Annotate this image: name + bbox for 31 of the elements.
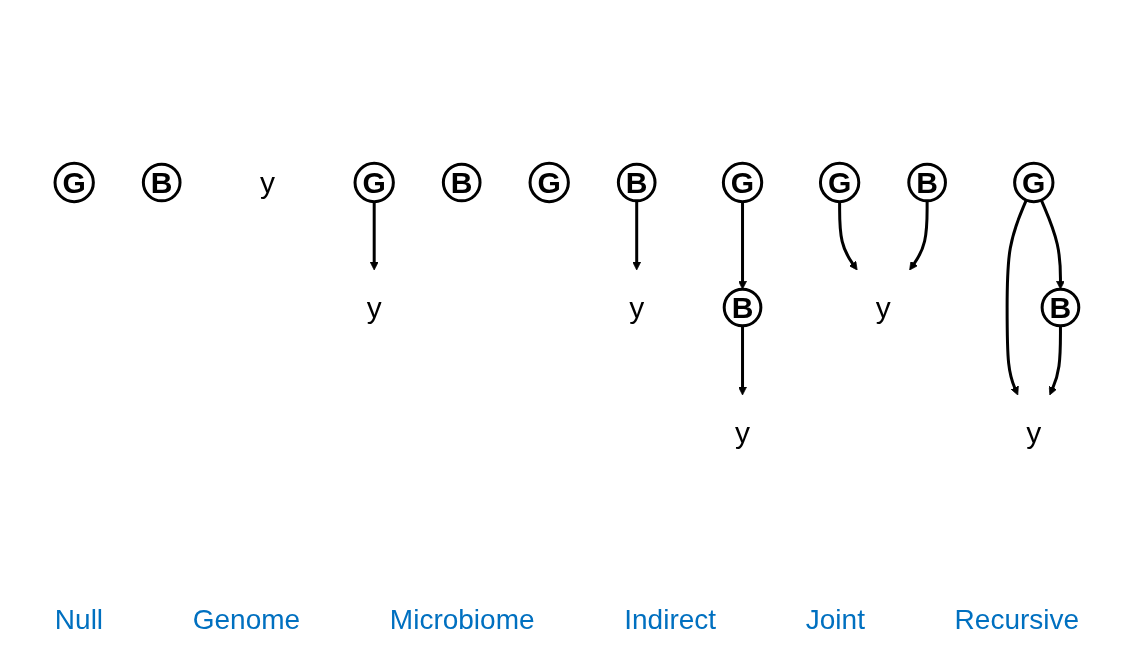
node-circle: G bbox=[528, 161, 570, 203]
arrow bbox=[369, 201, 379, 270]
node-text: y bbox=[260, 165, 276, 199]
arrow bbox=[738, 325, 748, 395]
arrow bbox=[632, 200, 642, 270]
panel-caption: Recursive bbox=[954, 604, 1080, 636]
node-circle: G bbox=[1013, 161, 1055, 203]
arrow bbox=[1005, 199, 1028, 395]
panel-caption: Genome bbox=[192, 604, 301, 636]
node-circle: G bbox=[353, 161, 395, 203]
arrow bbox=[1048, 325, 1063, 395]
node-circle: B bbox=[441, 162, 482, 202]
panel-caption: Joint bbox=[805, 604, 865, 636]
node-circle: B bbox=[1040, 287, 1081, 327]
node-text: y bbox=[875, 290, 891, 324]
node-text: y bbox=[366, 290, 382, 324]
node-text: y bbox=[1026, 415, 1042, 449]
node-text: y bbox=[629, 290, 645, 324]
panel-caption: Indirect bbox=[624, 604, 717, 636]
node-text: y bbox=[735, 415, 751, 449]
arrow bbox=[909, 200, 929, 270]
arrow bbox=[838, 201, 858, 270]
node-circle: B bbox=[722, 287, 763, 327]
node-circle: G bbox=[53, 161, 95, 203]
node-circle: B bbox=[141, 162, 182, 202]
node-circle: G bbox=[819, 161, 861, 203]
panel-caption: Null bbox=[54, 604, 104, 636]
panel-caption: Microbiome bbox=[389, 604, 535, 636]
node-circle: G bbox=[721, 161, 764, 203]
node-circle: B bbox=[616, 162, 657, 202]
node-circle: B bbox=[907, 162, 948, 202]
